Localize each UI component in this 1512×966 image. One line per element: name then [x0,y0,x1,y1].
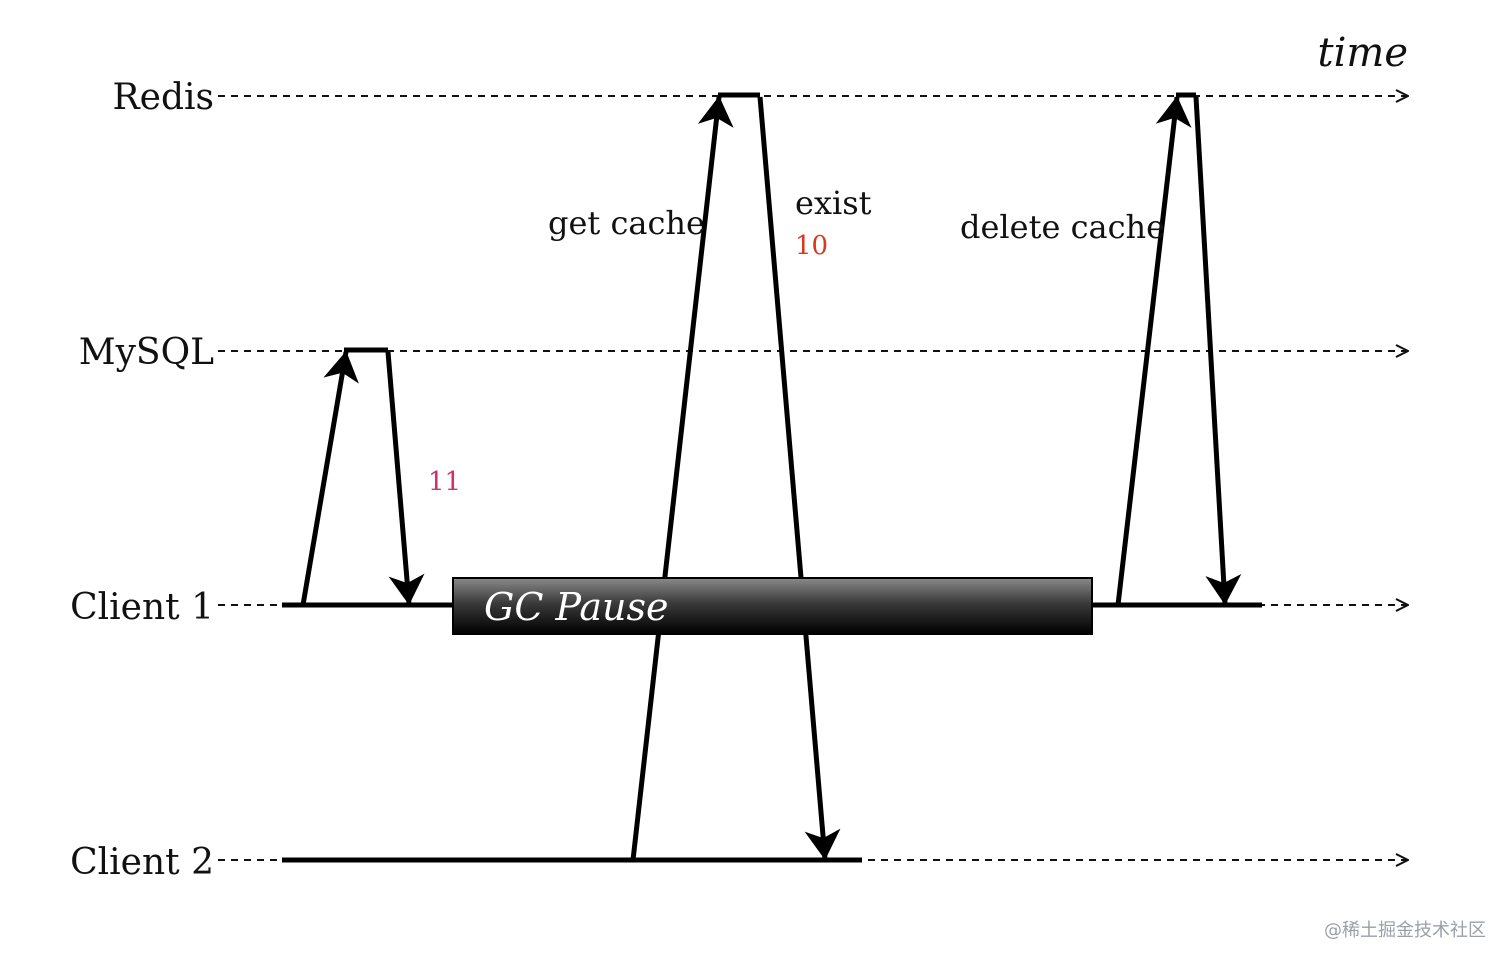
time-label: time [1318,30,1408,76]
watermark: @稀土掘金技术社区 [1324,920,1486,941]
arrow-redis-return-client1 [1193,96,1242,605]
lane-label-mysql: MySQL [79,332,214,373]
label-exist: exist [795,184,872,222]
label-get-cache: get cache [548,204,705,242]
lane-label-client2: Client 2 [70,842,214,883]
arrow-client2-get-cache [630,96,734,861]
gc-pause-label: GC Pause [484,585,669,629]
arrow-redis-exist-client2 [757,96,841,860]
arrow-client1-delete-cache [1115,96,1192,606]
label-exist-value: 10 [795,231,828,261]
gc-pause-bar: GC Pause [452,577,1093,635]
lane-label-client1: Client 1 [70,587,214,628]
label-mysql-value: 11 [428,467,461,497]
arrow-client1-query-mysql [300,351,359,606]
arrow-mysql-return-client1 [385,351,425,605]
label-delete-cache: delete cache [960,208,1165,246]
lane-label-redis: Redis [113,77,214,118]
